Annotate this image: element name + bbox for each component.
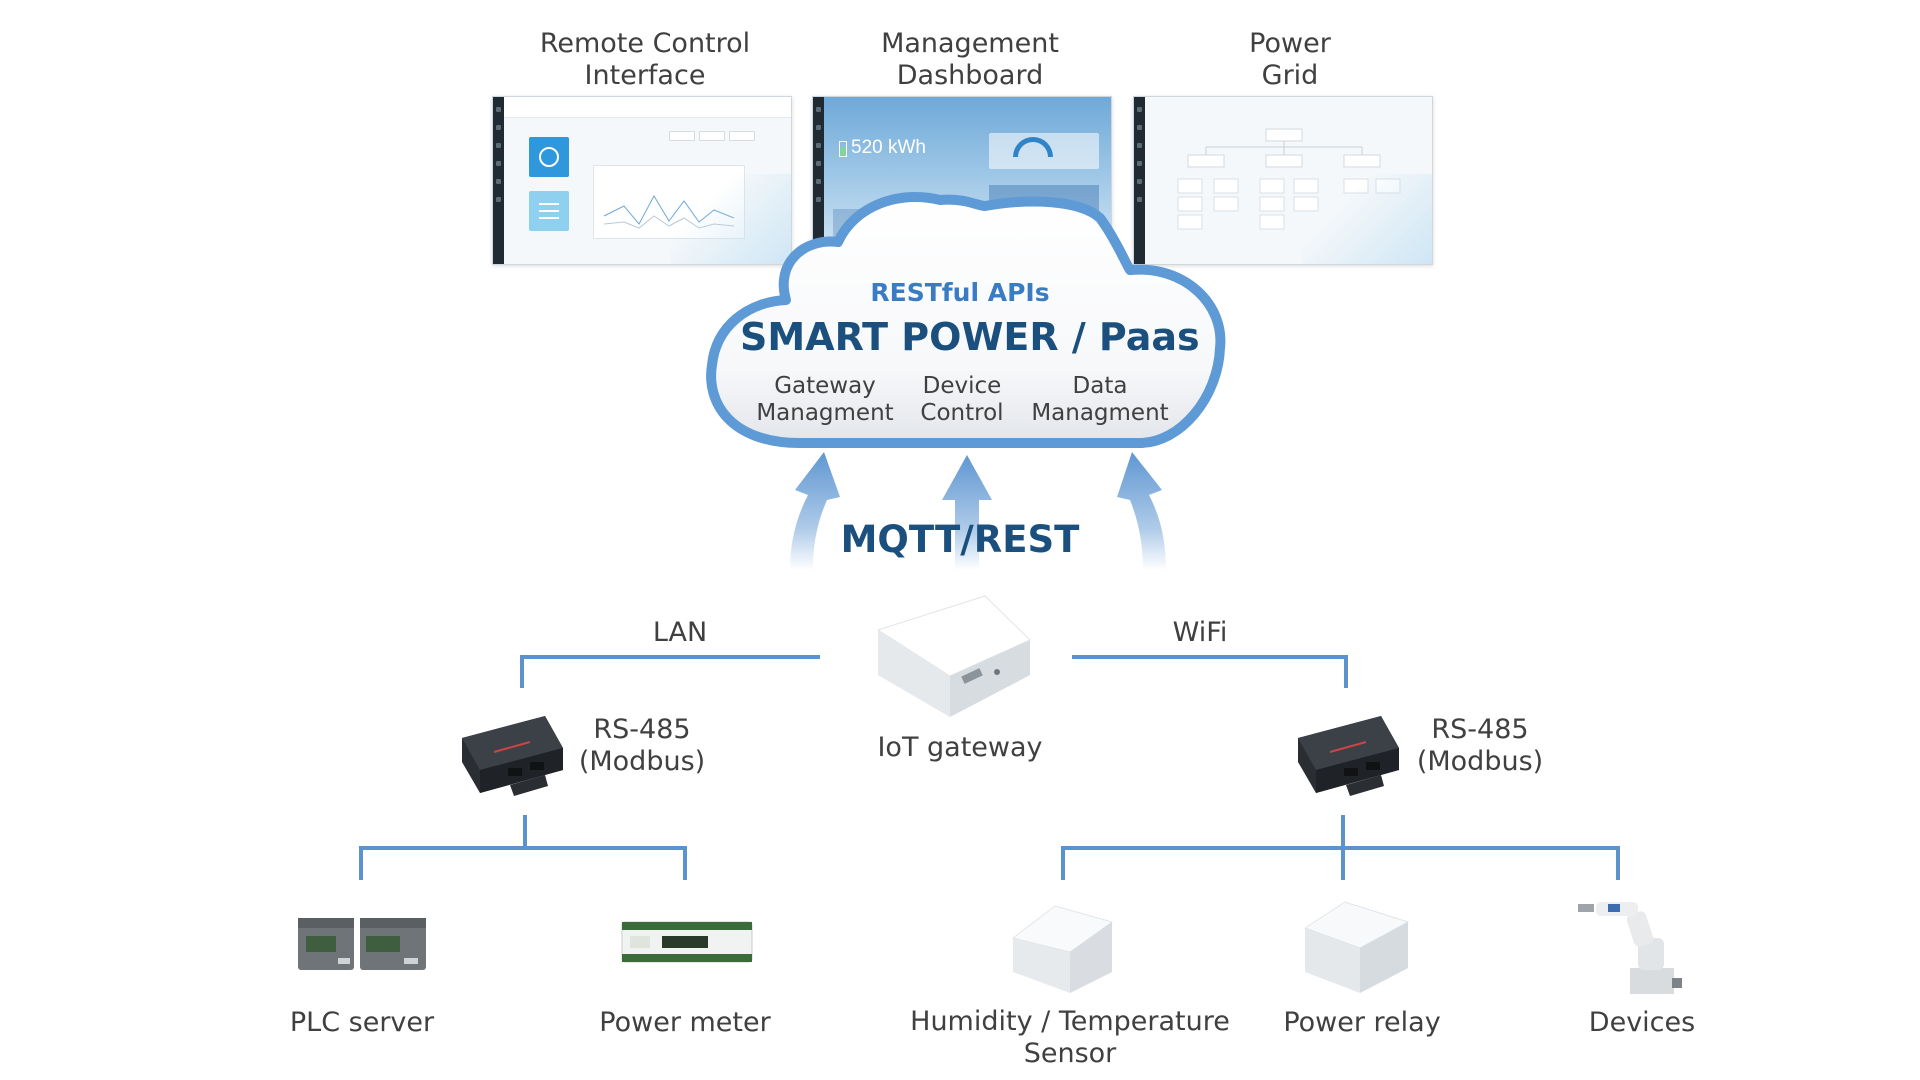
iot-gateway-label: IoT gateway bbox=[877, 732, 1043, 763]
cloud-module-device-control: Device Control bbox=[920, 373, 1004, 426]
rs485-left-label: RS-485 (Modbus) bbox=[578, 714, 706, 777]
sidebar bbox=[813, 97, 824, 264]
devices-label: Devices bbox=[1588, 1007, 1696, 1038]
rs485-converter-left bbox=[462, 716, 563, 796]
power-grid-screenshot bbox=[1133, 96, 1433, 265]
rs485-right-label: RS-485 (Modbus) bbox=[1416, 714, 1544, 777]
plc-server-label: PLC server bbox=[289, 1007, 435, 1038]
power-meter-label: Power meter bbox=[599, 1007, 771, 1038]
power-meter-device bbox=[621, 921, 753, 963]
screen-title-dashboard: Management Dashboard bbox=[881, 28, 1059, 91]
rs485-converter-right bbox=[1298, 716, 1399, 796]
cloud-subtitle: RESTful APIs bbox=[870, 278, 1050, 307]
protocol-label: MQTT/REST bbox=[840, 518, 1080, 561]
iot-gateway-device bbox=[876, 595, 1031, 717]
sidebar bbox=[493, 97, 504, 264]
humidity-sensor-label: Humidity / Temperature Sensor bbox=[910, 1006, 1230, 1069]
cloud-module-data-management: Data Managment bbox=[1031, 373, 1169, 426]
power-relay-device bbox=[1303, 901, 1410, 993]
gauge-icon bbox=[1013, 137, 1053, 157]
plc-server-device bbox=[298, 918, 426, 970]
lan-label: LAN bbox=[652, 617, 708, 648]
screen-title-grid: Power Grid bbox=[1249, 28, 1331, 91]
remote-control-screenshot bbox=[492, 96, 792, 265]
robot-arm-device bbox=[1578, 902, 1682, 994]
cloud-shape bbox=[706, 192, 1226, 448]
list-tile-icon bbox=[529, 191, 569, 231]
energy-value: 520 kWh bbox=[851, 137, 926, 158]
battery-icon bbox=[839, 141, 847, 157]
upload-arrows bbox=[790, 452, 1166, 570]
sidebar bbox=[1134, 97, 1145, 264]
device-tile-icon bbox=[529, 137, 569, 177]
cloud-module-gateway-management: Gateway Managment bbox=[756, 373, 894, 426]
network-lines bbox=[359, 655, 1620, 880]
humidity-sensor-device bbox=[1011, 905, 1114, 993]
screen-title-remote: Remote Control Interface bbox=[539, 28, 751, 91]
wifi-label: WiFi bbox=[1172, 617, 1228, 648]
power-relay-label: Power relay bbox=[1283, 1007, 1441, 1038]
cloud-title: SMART POWER / Paas bbox=[740, 315, 1200, 359]
